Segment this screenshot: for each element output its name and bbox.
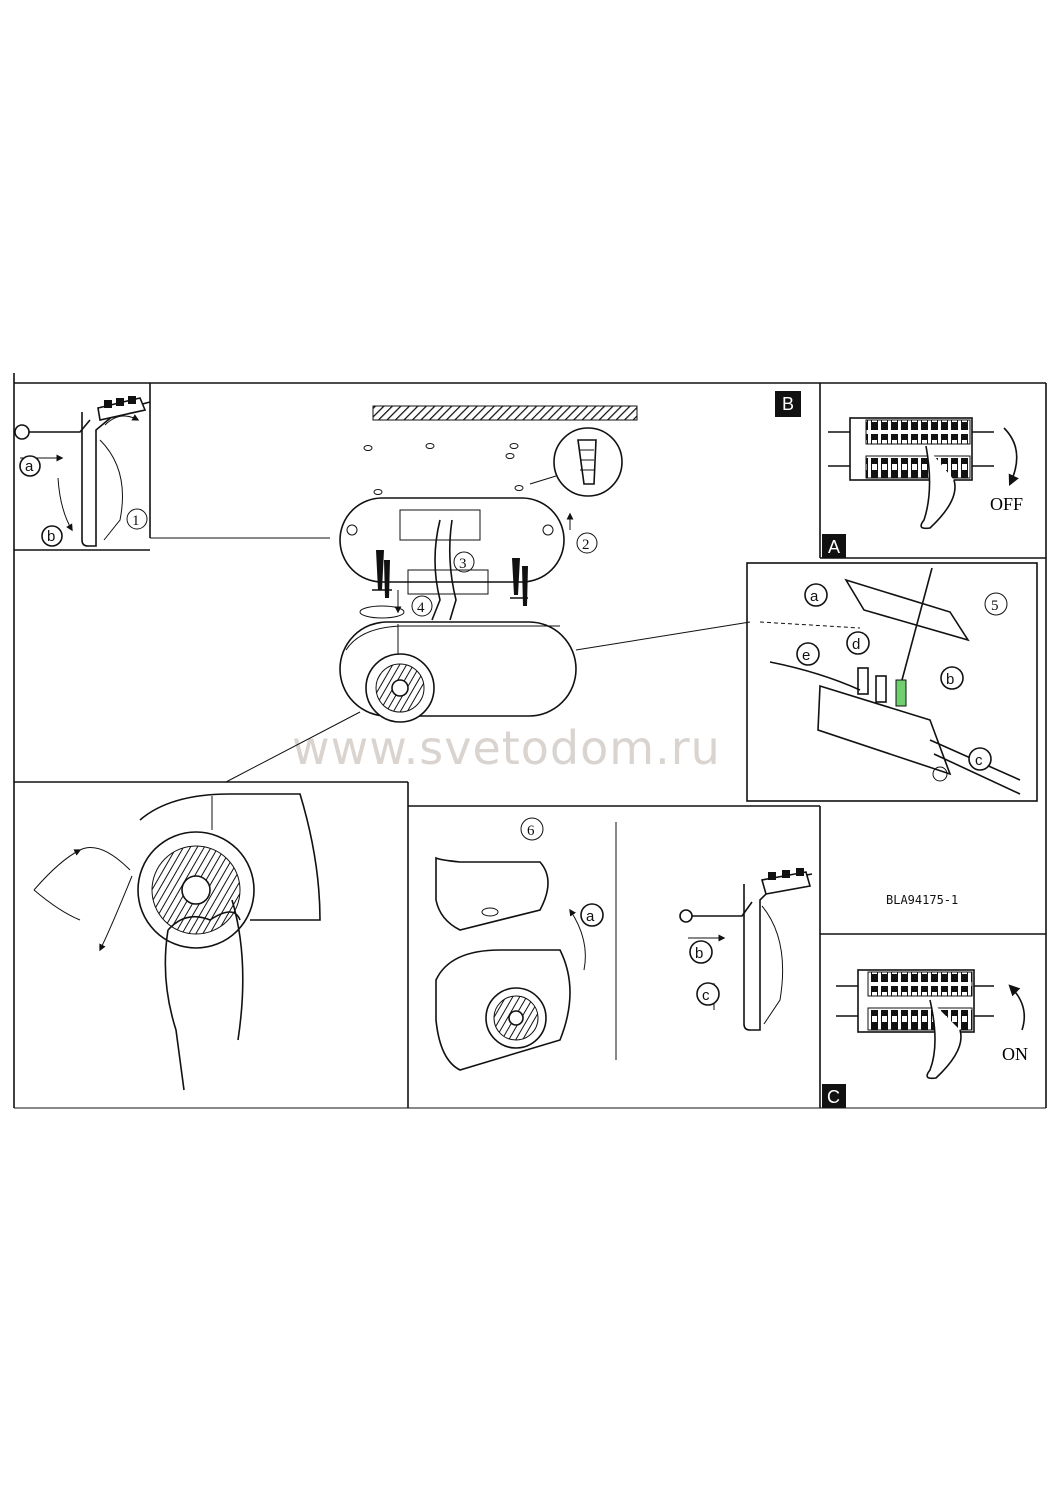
step1-number: 1	[132, 513, 140, 529]
step6-number-circle	[520, 817, 544, 841]
switch-on-label: ON	[1002, 1044, 1028, 1064]
step3-number: 3	[459, 556, 467, 572]
step7-sub-b-circle	[689, 940, 713, 964]
step1-number-circle	[126, 508, 148, 530]
step5-sub-a: a	[810, 588, 819, 605]
step6-sub-a: a	[586, 908, 595, 925]
document-code: BLA94175-1	[886, 893, 958, 907]
terminal-block-diagram	[759, 567, 1021, 795]
step3-number-circle	[453, 551, 475, 573]
step1-sub-a: a	[25, 458, 34, 475]
step6-number: 6	[527, 823, 535, 839]
step7-sub-c-circle	[696, 982, 720, 1006]
mounting-screws	[359, 512, 574, 619]
step2-number-circle	[576, 532, 598, 554]
ceiling-drill-holes	[363, 443, 524, 495]
step1-sub-a-circle	[19, 455, 41, 477]
step5-sub-e-circle	[796, 642, 820, 666]
step1-sub-b: b	[47, 528, 55, 545]
leader-to-rotate-detail	[225, 711, 361, 783]
step5-number: 5	[991, 598, 999, 614]
step5-number-circle	[984, 592, 1008, 616]
panel-b-tag	[775, 391, 801, 417]
leader-to-step5	[575, 621, 751, 651]
step1-sub-b-circle	[41, 525, 63, 547]
step5-sub-a-circle	[804, 583, 828, 607]
panel-a-label: A	[828, 537, 840, 557]
panel-c-label: C	[827, 1087, 840, 1107]
panel-b-label: B	[782, 394, 794, 414]
watermark: www.svetodom.ru	[292, 721, 721, 775]
step6-sub-a-circle	[580, 903, 604, 927]
step1-cable-diagram	[14, 396, 151, 547]
breaker-off-diagram	[828, 417, 1019, 530]
switch-off-label: OFF	[990, 494, 1023, 514]
step2-number: 2	[582, 537, 590, 553]
rotate-head-detail	[33, 793, 321, 1091]
step4-number: 4	[417, 600, 425, 616]
mounting-plate	[339, 497, 565, 621]
step4-number-circle	[411, 595, 433, 617]
frame	[13, 373, 1047, 1109]
step5-sub-c-circle	[968, 747, 992, 771]
step6-attach-diagram	[435, 856, 586, 1071]
step5-sub-b: b	[946, 671, 954, 688]
breaker-on-diagram	[836, 969, 1026, 1080]
ceiling-hatch	[372, 405, 638, 421]
step7-sub-c: c	[702, 987, 710, 1004]
step5-sub-b-circle	[940, 666, 964, 690]
step7-cable-diagram	[679, 868, 813, 1031]
panel-a-tag	[822, 534, 846, 558]
step5-sub-d-circle	[846, 631, 870, 655]
step5-sub-e: e	[802, 647, 810, 664]
luminaire-body	[339, 621, 577, 723]
panel-c-tag	[822, 1084, 846, 1108]
wall-plug-detail	[529, 427, 623, 497]
step5-sub-d: d	[852, 636, 860, 653]
step7-sub-b: b	[695, 945, 703, 962]
step5-sub-c: c	[975, 752, 983, 769]
